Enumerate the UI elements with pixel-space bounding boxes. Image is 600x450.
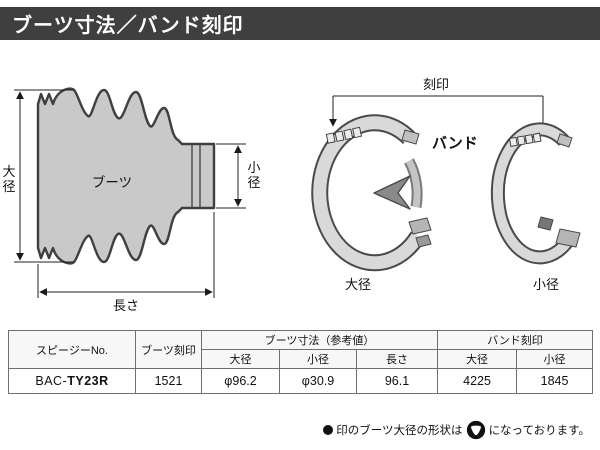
col-header-band-stamp: バンド刻印	[437, 330, 594, 350]
part-no-main: TY23R	[67, 374, 109, 388]
col-header-boot-large: 大径	[201, 349, 280, 369]
band-label: バンド	[432, 135, 478, 152]
col-header-boot-length: 長さ	[355, 349, 439, 369]
band-small-diameter-label: 小径	[533, 277, 559, 292]
col-header-band-small: 小径	[516, 349, 594, 369]
col-header-speasy-no: スピージーNo.	[8, 330, 136, 369]
small-diameter-label: 小	[247, 160, 260, 175]
footnote: 印のブーツ大径の形状は になっております。	[323, 420, 590, 440]
boot-label: ブーツ	[92, 174, 132, 190]
band-small-end-tab	[556, 133, 573, 148]
cell-part-no: BAC-TY23R	[8, 368, 136, 394]
cell-boot-stamp: 1521	[135, 368, 202, 394]
stamp-marks-large-band-icon	[325, 126, 362, 144]
length-label: 長さ	[113, 298, 139, 313]
band-large-diameter-label: 大径	[345, 277, 371, 292]
large-diameter-label: 大	[2, 164, 15, 179]
small-diameter-label: 径	[247, 175, 260, 190]
stamp-label: 刻印	[423, 77, 449, 92]
boot-illustration: ブーツ	[36, 87, 216, 265]
cell-band-small: 1845	[516, 368, 594, 394]
col-header-boot-stamp: ブーツ刻印	[135, 330, 202, 369]
cell-boot-large: φ96.2	[201, 368, 280, 394]
circle-mark-icon	[323, 425, 334, 435]
band-large-fold-tab	[373, 175, 411, 210]
cell-boot-small: φ30.9	[279, 368, 357, 394]
table-row: BAC-TY23R 1521 φ96.2 φ30.9 96.1 4225 184…	[8, 368, 594, 394]
band-large	[311, 114, 432, 272]
footnote-text-before: 印のブーツ大径の形状は	[336, 425, 463, 437]
band-small-lower-tab	[555, 228, 581, 248]
col-header-boot-dims: ブーツ寸法（参考値）	[200, 330, 439, 350]
large-diameter-dimension	[14, 89, 74, 263]
boot-cross-section-icon	[466, 420, 485, 440]
col-header-boot-small: 小径	[279, 349, 357, 369]
header-bar: ブーツ寸法／バンド刻印	[0, 7, 600, 40]
page-title: ブーツ寸法／バンド刻印	[12, 15, 244, 37]
large-diameter-label: 径	[2, 179, 15, 194]
band-large-end-tab	[401, 129, 420, 145]
band-large-lower-tab	[415, 234, 432, 248]
length-dimension	[37, 212, 215, 298]
part-no-prefix: BAC-	[35, 374, 68, 388]
small-diameter-dimension	[216, 143, 246, 209]
band-large-lower-tab	[408, 217, 432, 235]
cell-boot-length: 96.1	[355, 368, 439, 394]
band-small-fold-tab	[537, 216, 554, 231]
cell-band-large: 4225	[437, 368, 518, 394]
diagram: ブーツ 大 径 小 径 長さ 刻印	[2, 77, 581, 313]
col-header-band-large: 大径	[437, 349, 518, 369]
spec-table: スピージーNo. ブーツ刻印 ブーツ寸法（参考値） バンド刻印 大径 小径 長さ…	[8, 330, 594, 394]
boot-shape	[36, 87, 216, 265]
band-small	[490, 122, 581, 265]
footnote-text-after: になっております。	[488, 425, 590, 437]
stamp-marks-small-band-icon	[508, 132, 542, 147]
